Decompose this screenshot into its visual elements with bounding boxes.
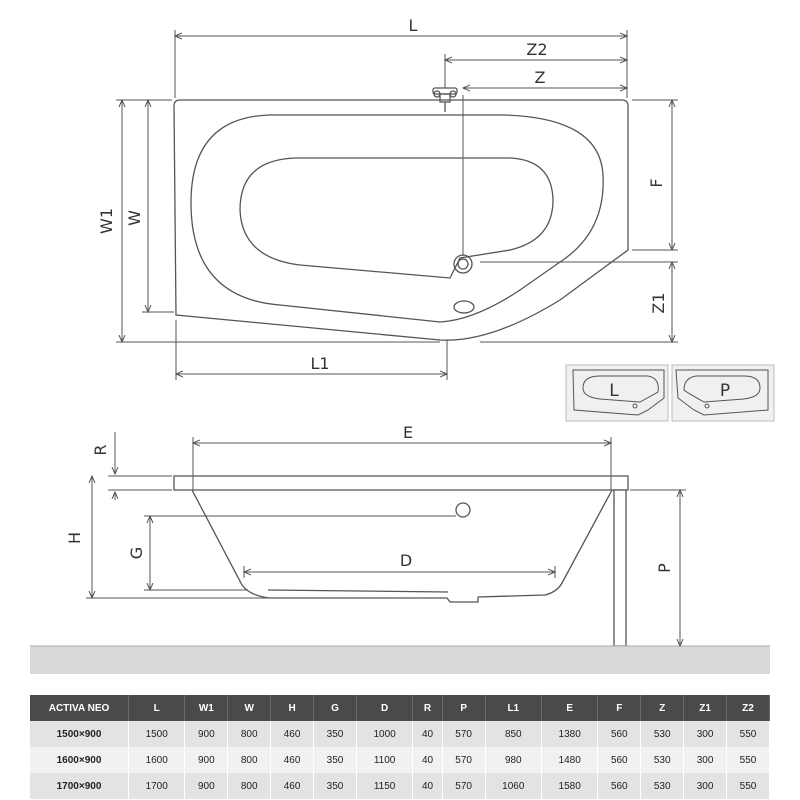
table-header-cell: L — [128, 695, 186, 721]
dim-label-L: L — [409, 16, 418, 35]
dim-label-Z2: Z2 — [526, 40, 547, 59]
side-overflow-icon — [455, 502, 471, 518]
table-cell: 300 — [683, 721, 728, 747]
table-cell: 550 — [726, 773, 770, 799]
table-header-cell: H — [270, 695, 315, 721]
table-cell: 560 — [597, 747, 642, 773]
table-cell: 460 — [270, 721, 315, 747]
table-cell: 1480 — [541, 747, 599, 773]
dim-label-D: D — [400, 551, 412, 570]
table-cell: 1500 — [128, 721, 186, 747]
table-cell: 530 — [640, 773, 685, 799]
dimension-table: ACTIVA NEO L W1 W H G D R P L1 E F Z Z1 … — [30, 695, 770, 799]
table-cell: 900 — [184, 721, 229, 747]
table-cell: 350 — [313, 747, 357, 773]
table-cell: 40 — [412, 747, 443, 773]
table-cell: 1700 — [128, 773, 186, 799]
dim-label-Z1: Z1 — [649, 292, 668, 313]
table-header-cell: Z2 — [726, 695, 770, 721]
table-header-cell: E — [541, 695, 599, 721]
table-cell: 550 — [726, 721, 770, 747]
variant-left: L — [565, 364, 669, 422]
plan-dimension-labels: L Z2 Z W1 W F Z1 L1 — [97, 16, 668, 373]
table-cell: 570 — [442, 721, 486, 747]
table-cell: 550 — [726, 747, 770, 773]
side-rim — [173, 475, 629, 491]
table-header-cell: L1 — [485, 695, 542, 721]
table-cell: 560 — [597, 773, 642, 799]
side-body — [191, 489, 613, 603]
dim-label-H: H — [65, 532, 84, 544]
table-header-cell: Z1 — [683, 695, 728, 721]
table-cell: 300 — [683, 773, 728, 799]
table-cell: 570 — [442, 747, 486, 773]
table-cell: 530 — [640, 721, 685, 747]
table-cell: 800 — [227, 773, 272, 799]
table-row: 1500×900 1500 900 800 460 350 1000 40 57… — [30, 721, 770, 747]
table-row: 1700×900 1700 900 800 460 350 1150 40 57… — [30, 773, 770, 799]
plan-view — [173, 87, 629, 341]
plan-basin — [239, 157, 554, 279]
table-cell: 560 — [597, 721, 642, 747]
dim-label-W: W — [125, 210, 144, 226]
table-cell: 1380 — [541, 721, 599, 747]
side-support — [613, 489, 627, 647]
table-header-cell: G — [313, 695, 357, 721]
dim-label-G: G — [127, 547, 146, 559]
table-header-row: ACTIVA NEO L W1 W H G D R P L1 E F Z Z1 … — [30, 695, 770, 721]
dim-label-R: R — [91, 444, 110, 455]
table-cell: 40 — [412, 773, 443, 799]
table-header-cell: Z — [640, 695, 685, 721]
plan-outer-rim — [173, 99, 629, 341]
side-dimensions — [86, 432, 686, 646]
table-header-cell: R — [412, 695, 443, 721]
table-cell: 350 — [313, 721, 357, 747]
table-cell: 460 — [270, 773, 315, 799]
table-cell: 1000 — [356, 721, 414, 747]
table-cell: 900 — [184, 747, 229, 773]
plan-inner-rim — [190, 114, 604, 323]
table-cell: 850 — [485, 721, 542, 747]
table-cell: 1600 — [128, 747, 186, 773]
table-cell-model: 1600×900 — [30, 747, 129, 773]
dim-label-Z: Z — [535, 68, 546, 87]
table-cell: 40 — [412, 721, 443, 747]
dim-label-L1: L1 — [310, 354, 329, 373]
side-dimension-labels: E R H G D P — [65, 423, 674, 573]
dim-label-P: P — [655, 563, 674, 573]
table-header-cell: P — [442, 695, 486, 721]
dim-label-E: E — [403, 423, 413, 442]
table-header-cell: W — [227, 695, 272, 721]
table-header-cell: W1 — [184, 695, 229, 721]
table-cell: 800 — [227, 721, 272, 747]
overflow-icon — [453, 300, 475, 314]
technical-drawing: L Z2 Z W1 W F Z1 L1 L P — [30, 16, 775, 674]
table-header-cell: ACTIVA NEO — [30, 695, 129, 721]
table-cell: 1060 — [485, 773, 542, 799]
variant-right: P — [671, 364, 775, 422]
table-cell-model: 1500×900 — [30, 721, 129, 747]
table-header-cell: F — [597, 695, 642, 721]
floor-strip — [30, 646, 770, 674]
side-view — [173, 475, 629, 647]
table-cell: 300 — [683, 747, 728, 773]
dim-label-W1: W1 — [97, 208, 116, 234]
table-cell: 1100 — [356, 747, 414, 773]
table-cell: 460 — [270, 747, 315, 773]
table-cell: 980 — [485, 747, 542, 773]
table-cell: 900 — [184, 773, 229, 799]
plan-dimensions — [116, 30, 678, 380]
dim-label-F: F — [647, 178, 666, 187]
variant-right-label: P — [720, 381, 730, 401]
table-row: 1600×900 1600 900 800 460 350 1100 40 57… — [30, 747, 770, 773]
table-cell: 530 — [640, 747, 685, 773]
table-cell: 570 — [442, 773, 486, 799]
table-cell-model: 1700×900 — [30, 773, 129, 799]
table-cell: 1150 — [356, 773, 414, 799]
table-cell: 350 — [313, 773, 357, 799]
table-cell: 800 — [227, 747, 272, 773]
variant-left-label: L — [609, 381, 619, 401]
table-cell: 1580 — [541, 773, 599, 799]
table-header-cell: D — [356, 695, 414, 721]
